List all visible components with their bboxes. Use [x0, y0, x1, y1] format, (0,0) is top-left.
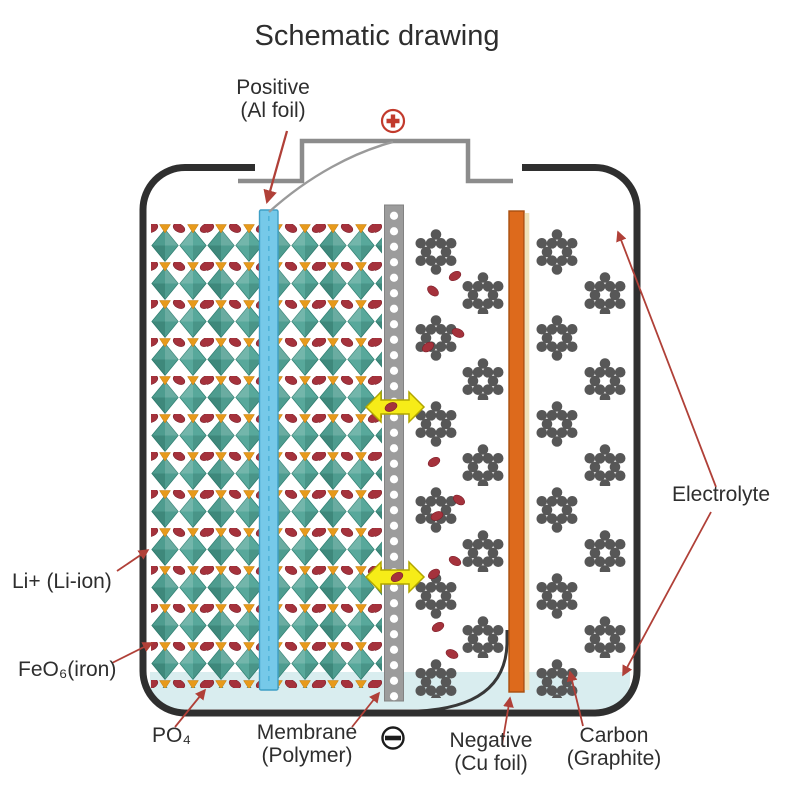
label-carbon: Carbon (Graphite): [567, 724, 662, 770]
label-negative-line2: (Cu foil): [454, 752, 528, 775]
arrow-carbon: [566, 670, 584, 727]
label-feo6: FeO₆(iron): [18, 658, 117, 681]
label-positive-line2: (Al foil): [240, 99, 306, 122]
label-carbon-line2: (Graphite): [566, 747, 662, 770]
plus-circle-icon: [380, 108, 406, 134]
page-title: Schematic drawing: [254, 20, 500, 52]
ion-arrow-bottom: [364, 560, 426, 594]
arrow-membrane: [351, 691, 381, 728]
cu-foil-bar: [508, 210, 530, 693]
anode-graphite-right: [530, 228, 631, 698]
label-membrane-line1: Membrane: [256, 721, 358, 744]
label-membrane: Membrane (Polymer): [257, 721, 357, 767]
arrow-positive: [263, 130, 289, 204]
minus-circle-icon: [381, 726, 405, 750]
arrow-electrolyte-bottom: [622, 511, 712, 677]
label-li-ion: Li+ (Li-ion): [12, 570, 112, 593]
positive-connector-line: [268, 140, 394, 213]
arrow-po4: [174, 688, 207, 728]
label-electrolyte: Electrolyte: [672, 483, 771, 506]
label-positive-line1: Positive: [236, 76, 310, 99]
terminal-cap: [238, 138, 513, 184]
label-po4: PO₄: [152, 724, 191, 747]
label-membrane-line2: (Polymer): [261, 744, 353, 767]
ion-arrow-top: [364, 390, 426, 424]
arrow-li-ion: [116, 549, 150, 572]
arrow-negative: [501, 696, 514, 746]
arrow-electrolyte-top: [616, 230, 717, 488]
negative-connector-line: [417, 630, 509, 713]
li-ion-dots: [422, 270, 465, 659]
membrane-bar: [384, 204, 404, 702]
label-negative: Negative (Cu foil): [450, 729, 533, 775]
label-positive: Positive (Al foil): [236, 76, 310, 122]
arrow-feo6: [111, 642, 154, 664]
label-negative-line1: Negative: [449, 729, 533, 752]
battery-case: [139, 164, 641, 717]
label-carbon-line1: Carbon: [579, 724, 649, 747]
al-foil-bar: [258, 209, 279, 691]
anode-graphite-left: [410, 228, 506, 698]
